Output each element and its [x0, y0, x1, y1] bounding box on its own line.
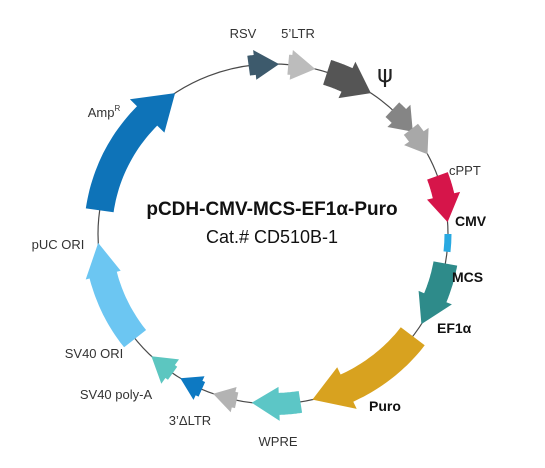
label-amp-superscript: R	[114, 104, 120, 113]
label-puc: pUC ORI	[32, 237, 85, 252]
label-ef1a: EF1α	[437, 320, 472, 336]
feature-arrow-ltr3	[213, 387, 239, 413]
label-5ltr: 5’LTR	[281, 26, 315, 41]
label-wpre: WPRE	[259, 434, 298, 449]
plasmid-name: pCDH-CMV-MCS-EF1α-Puro	[146, 199, 397, 220]
label-cppt: cPPT	[449, 163, 481, 178]
feature-arrow-sv40pa	[180, 376, 206, 400]
label-amp-main: Amp	[88, 105, 115, 120]
feature-arrow-amp	[85, 93, 176, 213]
feature-arrow-rre	[385, 102, 413, 132]
feature-arrows	[85, 50, 461, 421]
label-psi: ψ	[377, 60, 393, 88]
label-mcs: MCS	[452, 269, 483, 285]
feature-segment-mcs	[443, 233, 452, 253]
label-cmv: CMV	[455, 213, 487, 229]
label-3ltr: 3’ΔLTR	[169, 413, 211, 428]
feature-arrow-wpre	[251, 386, 303, 421]
feature-arrow-puro	[312, 327, 425, 409]
feature-arrow-cmv	[427, 172, 461, 223]
feature-arrow-cppt	[403, 123, 429, 155]
label-sv40pa: SV40 poly-A	[80, 387, 153, 402]
feature-arrow-puc	[85, 242, 147, 348]
feature-arrow-psi	[323, 60, 371, 99]
feature-arrow-sv40ori	[151, 356, 179, 384]
feature-arrow-ef1a	[418, 261, 458, 325]
catalog-number: Cat.# CD510B-1	[206, 227, 338, 247]
label-rsv: RSV	[230, 26, 257, 41]
feature-arrow-ltr5	[287, 50, 316, 80]
label-sv40ori: SV40 ORI	[65, 346, 124, 361]
label-puro: Puro	[369, 398, 401, 414]
label-amp: AmpR	[88, 104, 121, 120]
feature-arrow-rsv	[247, 50, 280, 80]
